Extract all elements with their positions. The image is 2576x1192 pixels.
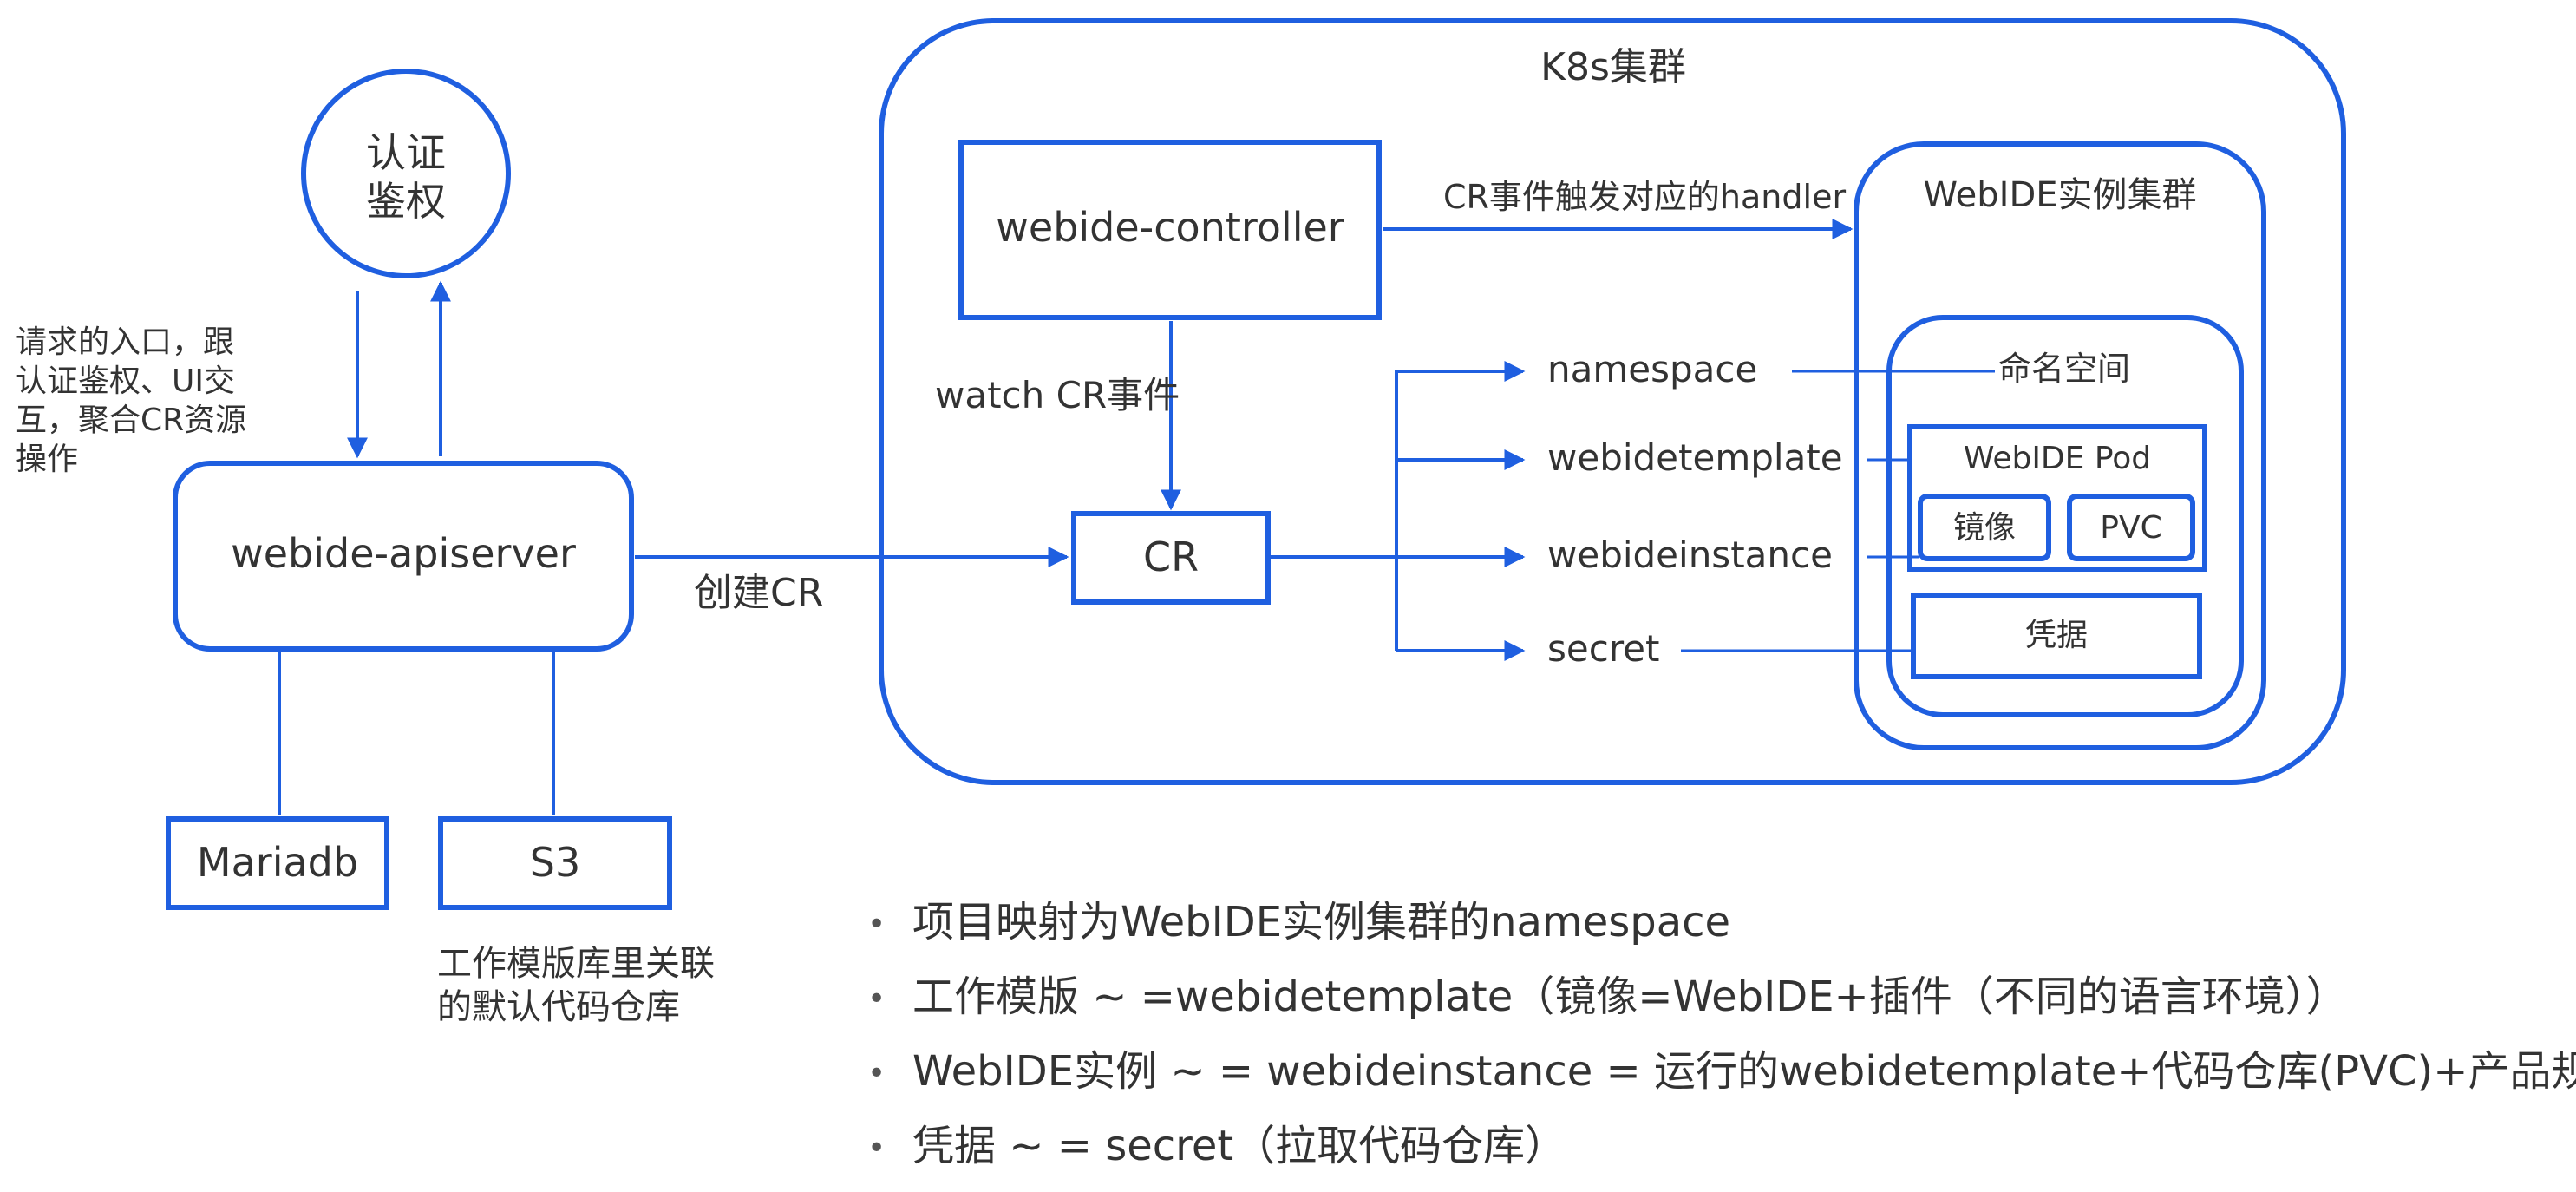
bullet-text: 凭据 ~ = secret（拉取代码仓库）	[912, 1122, 1567, 1170]
bullet-item: • 项目映射为WebIDE实例集群的namespace	[867, 885, 2576, 959]
controller-label: webide-controller	[996, 204, 1344, 251]
credential-box[interactable]	[1911, 593, 2202, 679]
bullet-dot-icon: •	[867, 981, 886, 1017]
s3-note-line: 工作模版库里关联	[437, 944, 715, 984]
bullet-text: WebIDE实例 ~ = webideinstance = 运行的webidet…	[912, 1047, 2576, 1096]
bullet-dot-icon: •	[867, 907, 886, 942]
namespace-label: 命名空间	[1995, 349, 2135, 390]
bullet-dot-icon: •	[867, 1056, 886, 1091]
apiserver-box[interactable]	[173, 461, 634, 652]
webide-cluster-container	[1854, 141, 2266, 750]
image-label: 镜像	[1952, 510, 2016, 546]
entry-note-line: 操作	[16, 442, 79, 477]
auth-label: 认证 鉴权	[304, 128, 508, 226]
handler-label: CR事件触发对应的handler	[1443, 178, 1847, 216]
resource-webideinstance[interactable]: webideinstance	[1547, 534, 1833, 576]
resource-secret[interactable]: secret	[1547, 627, 1660, 670]
mariadb-box[interactable]	[166, 816, 389, 910]
entry-note-line: 请求的入口，跟	[16, 324, 235, 360]
credential-label: 凭据	[2024, 618, 2088, 653]
cr-label: CR	[1142, 534, 1200, 580]
cr-box[interactable]	[1071, 511, 1271, 605]
cluster-title: K8s集群	[1540, 45, 1686, 89]
bullet-list: • 项目映射为WebIDE实例集群的namespace • 工作模版 ~ =webi…	[867, 885, 2576, 1183]
k8s-cluster-container	[879, 18, 2346, 785]
bullet-item: • 凭据 ~ = secret（拉取代码仓库）	[867, 1109, 2576, 1183]
resource-namespace[interactable]: namespace	[1547, 348, 1758, 390]
watch-label: watch CR事件	[935, 374, 1180, 416]
controller-box[interactable]	[958, 140, 1382, 320]
s3-note-line: 的默认代码仓库	[437, 987, 680, 1027]
entry-note-line: 互，聚合CR资源	[16, 403, 247, 438]
s3-label: S3	[529, 839, 581, 886]
bullet-dot-icon: •	[867, 1130, 886, 1166]
auth-label-line2: 鉴权	[366, 178, 446, 225]
s3-box[interactable]	[438, 816, 672, 910]
s3-note: 工作模版库里关联 的默认代码仓库	[437, 942, 801, 1029]
mariadb-label: Mariadb	[196, 839, 359, 886]
bullet-text: 项目映射为WebIDE实例集群的namespace	[912, 898, 1731, 946]
bullet-item: • 工作模版 ~ =webidetemplate（镜像=WebIDE+插件（不同的…	[867, 959, 2576, 1034]
resource-webidetemplate[interactable]: webidetemplate	[1547, 436, 1843, 479]
bullet-item: • WebIDE实例 ~ = webideinstance = 运行的webide…	[867, 1034, 2576, 1109]
bullet-text: 工作模版 ~ =webidetemplate（镜像=WebIDE+插件（不同的语…	[912, 973, 2348, 1021]
apiserver-label: webide-apiserver	[231, 530, 576, 577]
pod-title: WebIDE Pod	[1963, 441, 2152, 476]
auth-label-line1: 认证	[366, 129, 446, 176]
pod-box	[1907, 424, 2207, 572]
entry-note: 请求的入口，跟 认证鉴权、UI交 互，聚合CR资源 操作	[16, 323, 293, 479]
auth-circle[interactable]	[301, 69, 511, 278]
image-box[interactable]	[1918, 494, 2051, 561]
create-cr-label: 创建CR	[694, 571, 824, 615]
webide-cluster-title: WebIDE实例集群	[1923, 175, 2197, 215]
entry-note-line: 认证鉴权、UI交	[16, 363, 235, 399]
pvc-box[interactable]	[2067, 494, 2195, 561]
pvc-label: PVC	[2100, 510, 2162, 546]
namespace-container	[1886, 315, 2244, 717]
